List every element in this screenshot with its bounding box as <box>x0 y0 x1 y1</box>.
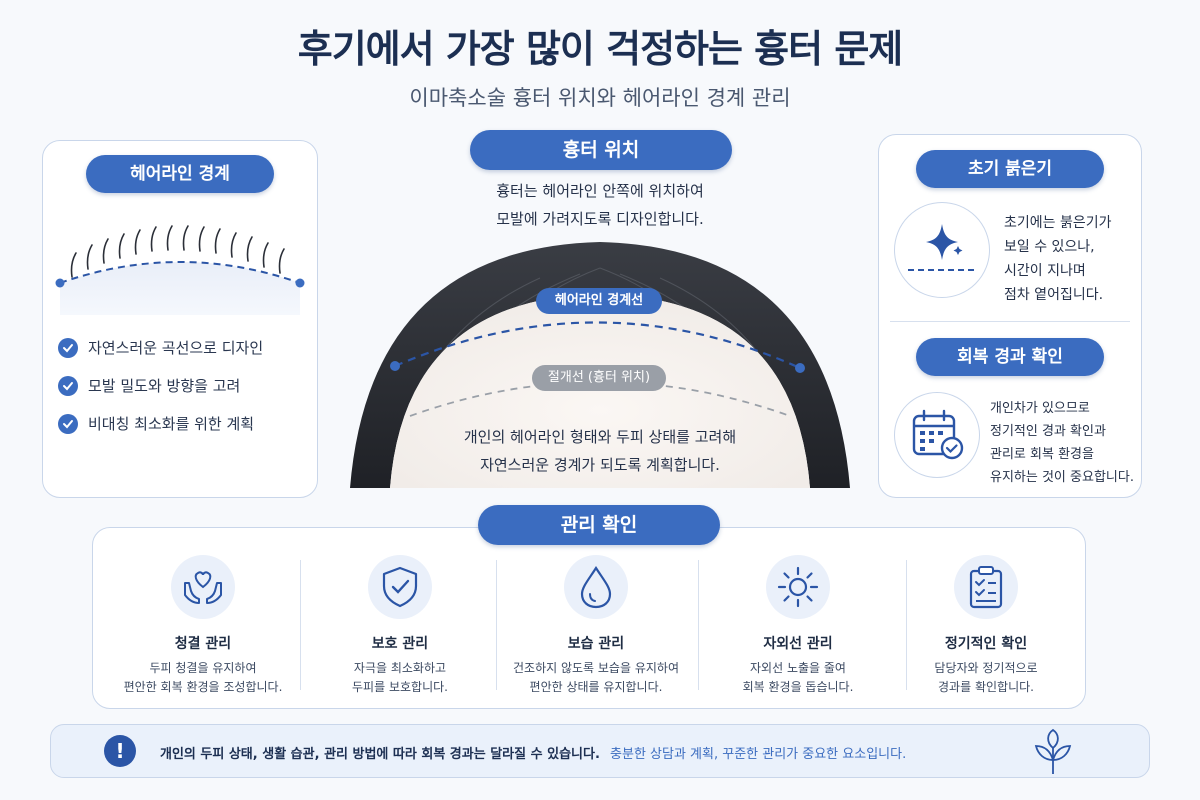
notice-text: 개인의 두피 상태, 생활 습관, 관리 방법에 따라 회복 경과는 달라질 수… <box>160 747 907 762</box>
hairline-boundary-card <box>42 140 318 498</box>
care-item: 보호 관리 자극을 최소화하고 두피를 보호합니다. <box>305 555 495 697</box>
water-drop-icon <box>564 555 628 619</box>
sparkle-icon <box>908 224 976 271</box>
check-icon <box>58 337 78 358</box>
early-redness-text: 초기에는 붉은기가 보일 수 있으나, 시간이 지나며 점차 옅어집니다. <box>1004 215 1112 303</box>
shield-check-icon <box>368 555 432 619</box>
scar-plan-text: 개인의 헤어라인 형태와 두피 상태를 고려해 자연스러운 경계가 되도록 계획… <box>463 428 737 474</box>
check-label: 모발 밀도와 방향을 고려 <box>88 377 241 395</box>
notice-banner <box>50 724 1150 778</box>
hairline-boundary-pill: 헤어라인 경계 <box>86 155 274 193</box>
scar-location-text: 흉터는 헤어라인 안쪽에 위치하여 모발에 가려지도록 디자인합니다. <box>496 182 704 228</box>
divider <box>698 560 699 690</box>
scar-location-pill: 흉터 위치 <box>470 130 732 170</box>
check-item: 모발 밀도와 방향을 고려 <box>58 375 240 396</box>
hairline-illustration <box>55 225 305 315</box>
hairline-boundary-label: 헤어라인 경계선 <box>536 288 662 314</box>
divider <box>496 560 497 690</box>
calendar-icon-wrap <box>894 392 980 478</box>
care-item: 자외선 관리 자외선 노출을 줄여 회복 환경을 돕습니다. <box>703 555 893 697</box>
check-item: 자연스러운 곡선으로 디자인 <box>58 337 263 358</box>
recovery-check-text: 개인차가 있으므로 정기적인 경과 확인과 관리로 회복 환경을 유지하는 것이… <box>990 401 1134 485</box>
early-redness-pill: 초기 붉은기 <box>916 150 1104 188</box>
check-icon <box>58 375 78 396</box>
care-item: 정기적인 확인 담당자와 정기적으로 경과를 확인합니다. <box>891 555 1081 697</box>
check-label: 비대칭 최소화를 위한 계획 <box>88 415 255 433</box>
incision-line-label: 절개선 (흉터 위치) <box>532 365 666 391</box>
hands-heart-icon <box>171 555 235 619</box>
card-divider <box>890 321 1130 322</box>
divider <box>906 560 907 690</box>
clipboard-check-icon <box>954 555 1018 619</box>
check-icon <box>58 413 78 434</box>
care-item: 청결 관리 두피 청결을 유지하여 편안한 회복 환경을 조성합니다. <box>108 555 298 697</box>
divider <box>300 560 301 690</box>
exclamation-icon: ! <box>104 735 136 767</box>
care-check-pill: 관리 확인 <box>478 505 720 545</box>
recovery-check-pill: 회복 경과 확인 <box>916 338 1104 376</box>
care-item: 보습 관리 건조하지 않도록 보습을 유지하여 편안한 상태를 유지합니다. <box>501 555 691 697</box>
page-title: 후기에서 가장 많이 걱정하는 흉터 문제 <box>297 27 904 71</box>
page-subtitle: 이마축소술 흉터 위치와 헤어라인 경계 관리 <box>409 86 791 110</box>
check-item: 비대칭 최소화를 위한 계획 <box>58 413 254 434</box>
calendar-icon <box>912 409 964 460</box>
scalp-hair-illustration <box>350 242 850 488</box>
sun-icon <box>766 555 830 619</box>
leaf-icon <box>1034 728 1072 774</box>
check-label: 자연스러운 곡선으로 디자인 <box>88 339 264 357</box>
